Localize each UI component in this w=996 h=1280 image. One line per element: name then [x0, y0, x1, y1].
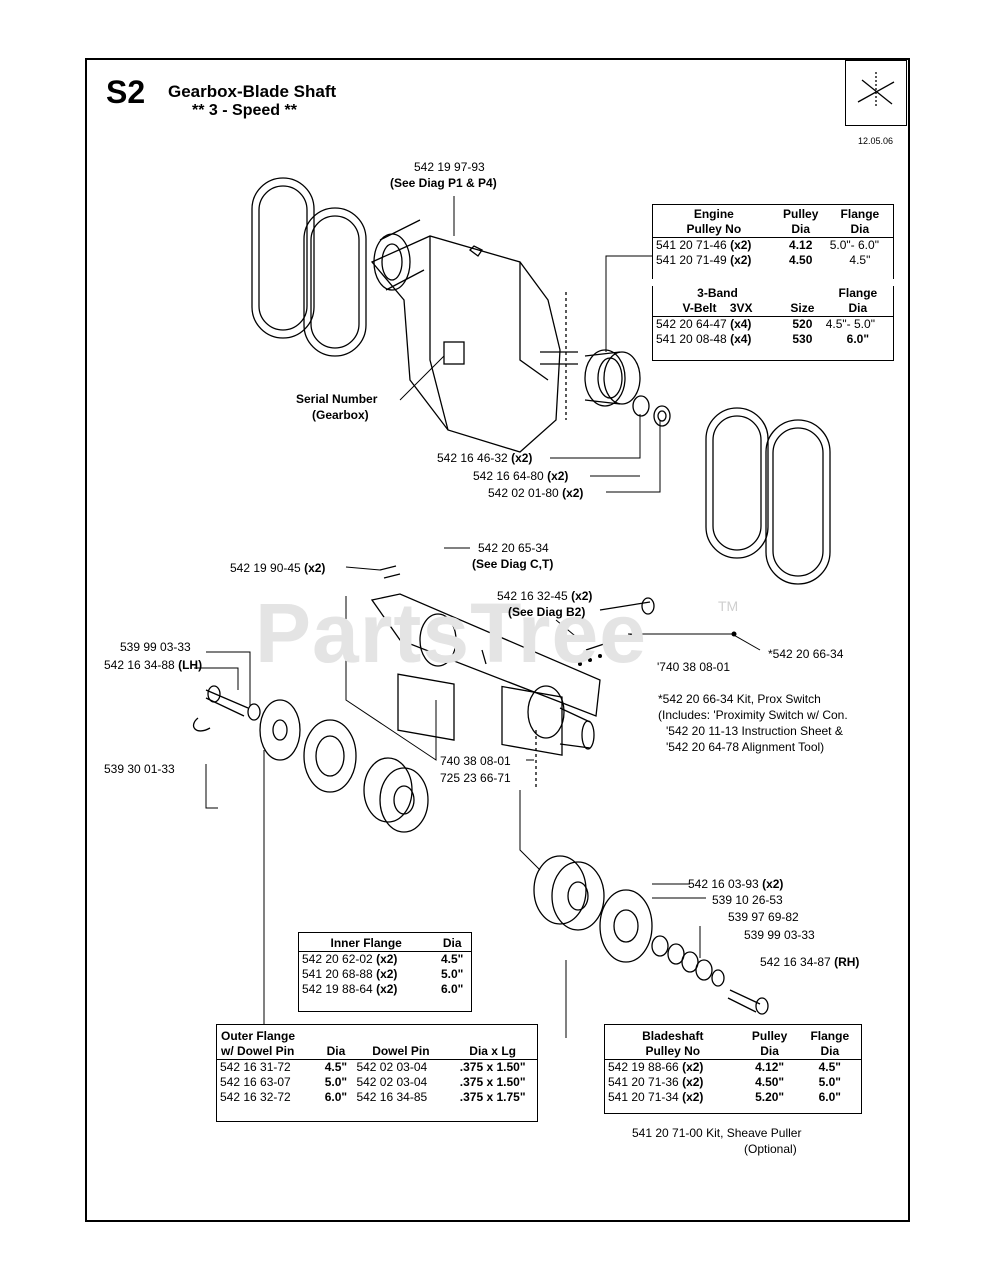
- revision-date: 12.05.06: [858, 136, 894, 146]
- callout-gearbox-ref[interactable]: (See Diag P1 & P4): [390, 176, 497, 190]
- table-row[interactable]: 541 20 68-88 (x2)5.0": [302, 967, 464, 981]
- diagram-subtitle: ** 3 - Speed **: [192, 102, 297, 119]
- watermark-tm: TM: [718, 598, 739, 614]
- gearbox-shape: [370, 219, 578, 453]
- callout-clip[interactable]: 539 30 01-33: [104, 762, 175, 776]
- callout-right[interactable]: 539 10 26-53: [712, 893, 783, 907]
- puller-note-sub: (Optional): [744, 1142, 797, 1156]
- callout-serial: Serial Number: [296, 392, 378, 406]
- watermark: PartsTree: [255, 586, 647, 680]
- callout-serial-sub: (Gearbox): [312, 408, 369, 422]
- diagram-code: S2: [106, 74, 146, 110]
- callout-bearing[interactable]: 542 16 32-45 (x2): [497, 589, 593, 603]
- table-row[interactable]: 542 20 62-02 (x2)4.5": [302, 952, 464, 966]
- callout-bearing-ref[interactable]: (See Diag B2): [508, 605, 586, 619]
- callout-prox-sub[interactable]: '740 38 08-01: [657, 660, 731, 674]
- orientation-box: [845, 60, 907, 126]
- callout-right[interactable]: 539 99 03-33: [744, 928, 815, 942]
- table-row[interactable]: 542 19 88-66 (x2)4.12"4.5": [608, 1060, 841, 1074]
- callout-part[interactable]: 542 16 46-32 (x2): [437, 451, 533, 465]
- diagram-frame: [85, 58, 910, 1222]
- orientation-glyph: [857, 72, 895, 106]
- kit-note-line: '542 20 11-13 Instruction Sheet &: [666, 724, 843, 738]
- table-row[interactable]: 542 19 88-64 (x2)6.0": [302, 982, 464, 996]
- leader-lines: [194, 196, 761, 1038]
- v-belt-left: [251, 177, 367, 357]
- bladeshaft-assembly: [370, 565, 655, 790]
- kit-note-line: '542 20 64-78 Alignment Tool): [666, 740, 825, 754]
- callout-screw[interactable]: 725 23 66-71: [440, 771, 511, 785]
- left-hardware: [193, 685, 429, 833]
- right-hardware: [533, 855, 769, 1015]
- callout-part[interactable]: 542 02 01-80 (x2): [488, 486, 584, 500]
- callout-washer[interactable]: 539 99 03-33: [120, 640, 191, 654]
- callout-bolt-rh[interactable]: 542 16 34-87 (RH): [760, 955, 860, 969]
- engine-pulley: [584, 349, 671, 427]
- kit-note-line: (Includes: 'Proximity Switch w/ Con.: [658, 708, 848, 722]
- diagram-title: Gearbox-Blade Shaft: [168, 82, 337, 101]
- callout-bolt-lh[interactable]: 542 16 34-88 (LH): [104, 658, 203, 672]
- callout-prox-part[interactable]: *542 20 66-34: [768, 647, 844, 661]
- table-row[interactable]: 541 20 71-34 (x2)5.20"6.0": [608, 1090, 841, 1104]
- callout-right[interactable]: 542 16 03-93 (x2): [688, 877, 784, 891]
- callout-key[interactable]: 542 19 90-45 (x2): [230, 561, 326, 575]
- table-row[interactable]: 541 20 71-36 (x2)4.50"5.0": [608, 1075, 841, 1089]
- callout-housing-part[interactable]: 542 20 65-34: [478, 541, 549, 555]
- kit-note-line: *542 20 66-34 Kit, Prox Switch: [658, 692, 821, 706]
- callout-screw[interactable]: 740 38 08-01: [440, 754, 511, 768]
- puller-note: 541 20 71-00 Kit, Sheave Puller: [632, 1126, 802, 1140]
- callout-part[interactable]: 542 16 64-80 (x2): [473, 469, 569, 483]
- callout-right[interactable]: 539 97 69-82: [728, 910, 799, 924]
- callout-housing-ref[interactable]: (See Diag C,T): [472, 557, 554, 571]
- v-belt-right: [705, 407, 831, 585]
- callout-gearbox-part[interactable]: 542 19 97-93: [414, 160, 485, 174]
